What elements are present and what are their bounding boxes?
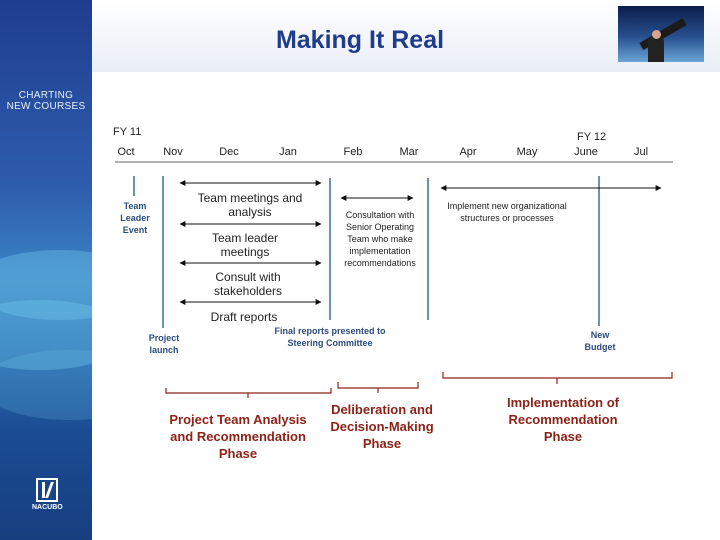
- month-label: June: [574, 146, 598, 158]
- month-label: Dec: [219, 146, 239, 158]
- fy-start-label: FY 11: [113, 126, 142, 138]
- activity-draft-reports: Draft reports: [210, 310, 278, 324]
- phase-analysis: Project Team Analysis and Recommendation…: [169, 412, 307, 461]
- phase-deliberation: Deliberation and Decision-Making Phase: [330, 402, 434, 451]
- activity-team-meetings: Team meetings and analysis: [197, 191, 303, 219]
- nacubo-mark-icon: [36, 478, 58, 502]
- phase-bracket-implementation: [442, 372, 673, 379]
- month-label: Oct: [117, 146, 135, 158]
- phase-implementation: Implementation of Recommendation Phase: [507, 395, 619, 444]
- month-label: Feb: [343, 146, 363, 158]
- nacubo-logo: NACUBO: [32, 478, 63, 511]
- fy-end-label: FY 12: [577, 131, 607, 143]
- wave-decoration: [0, 300, 92, 370]
- month-label: May: [516, 146, 538, 158]
- header-bar: [92, 0, 720, 72]
- phase-bracket-analysis: [165, 388, 332, 394]
- milestone-team-leader-event: Team Leader Event: [120, 201, 150, 235]
- milestone-new-budget: New Budget: [584, 330, 616, 352]
- milestone-final-reports: Final reports presented to Steering Comm…: [274, 326, 386, 348]
- activity-consult-stakeholders: Consult with stakeholders: [213, 270, 283, 298]
- month-label: Jan: [279, 146, 297, 158]
- nacubo-text: NACUBO: [32, 504, 63, 511]
- logo-line-1: CHARTING: [18, 90, 74, 101]
- month-label: Jul: [633, 146, 649, 158]
- wave-decoration: [0, 250, 92, 320]
- wave-decoration: [0, 350, 92, 420]
- month-label: Nov: [163, 146, 183, 158]
- logo-line-2: NEW COURSES: [6, 101, 86, 112]
- page-title: Making It Real: [275, 26, 445, 54]
- sidebar-banner: CHARTING NEW COURSES NACUBO: [0, 0, 92, 540]
- telescope-photo: [618, 6, 704, 62]
- milestone-project-launch: Project launch: [148, 333, 180, 355]
- activity-team-leader-meetings: Team leader meetings: [211, 231, 279, 259]
- person-head: [652, 30, 661, 39]
- month-label: Apr: [459, 146, 477, 158]
- month-label: Mar: [399, 146, 419, 158]
- person-silhouette: [648, 36, 664, 62]
- charting-new-courses-logo: CHARTING NEW COURSES: [4, 90, 88, 112]
- activity-consultation: Consultation with Senior Operating Team …: [344, 210, 416, 268]
- activity-implement: Implement new organizational structures …: [447, 201, 567, 223]
- phase-bracket-deliberation: [337, 382, 419, 389]
